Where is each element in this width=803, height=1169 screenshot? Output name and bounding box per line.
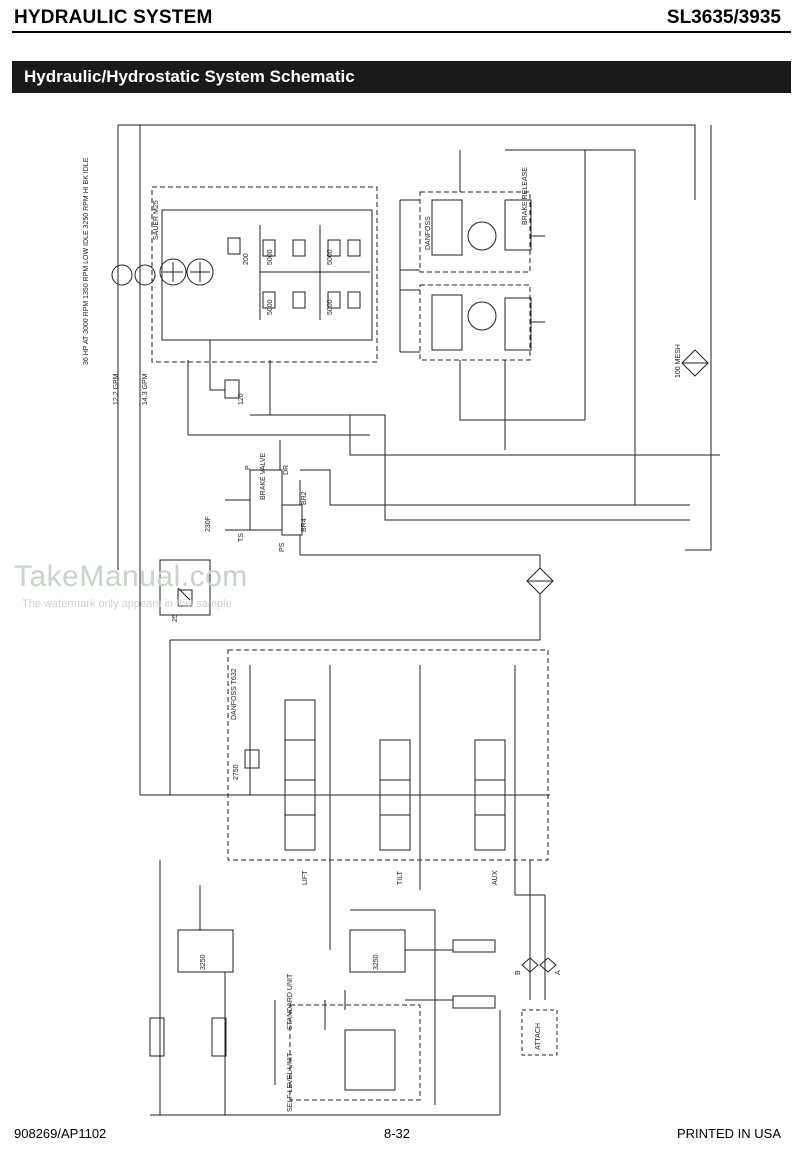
- attach-coupler-box: [521, 1009, 558, 1056]
- label-port-a: A: [555, 970, 562, 975]
- label-gpm-right: 14.3 GPM: [142, 373, 149, 405]
- label-port-ts: TS: [238, 533, 245, 542]
- label-relief-120: 120: [238, 393, 245, 405]
- left-vertical-line-2: [139, 125, 550, 796]
- label-sauer-pump: SAUER M25: [153, 200, 160, 240]
- label-port-br2: BR2: [301, 491, 308, 505]
- label-5000b: 5000: [327, 249, 334, 265]
- label-port-dr: DR: [283, 465, 290, 475]
- relief-valve-200: [227, 237, 241, 255]
- label-self-level-unit: SELF LEVEL UNIT: [287, 1052, 294, 1112]
- return-line-right: [685, 125, 712, 551]
- brake-valve-spool: [281, 504, 303, 536]
- tilt-cylinder-1: [452, 939, 496, 953]
- label-230f: 230F: [205, 516, 212, 532]
- danfoss-control-valve-enclosure: [227, 649, 549, 861]
- label-3250-left: 3250: [200, 954, 207, 970]
- relief-valve-5000d: [292, 291, 306, 309]
- header-rule: [12, 31, 791, 33]
- drive-motor-enclosure-lower: [419, 284, 531, 361]
- relief-valve-5000c: [262, 291, 276, 309]
- self-level-unit-enclosure: [289, 1004, 421, 1101]
- section-title: Hydraulic/Hydrostatic System Schematic: [24, 67, 355, 86]
- charge-pump-symbol-2: [134, 264, 156, 286]
- label-brake-valve: BRAKE VALVE: [260, 452, 267, 500]
- label-attach: ATTACH: [535, 1023, 542, 1050]
- footer-page-number: 8-32: [384, 1126, 411, 1141]
- coupler-a: [539, 957, 557, 973]
- motor-valve-block-lower: [431, 294, 463, 351]
- label-5000a: 5000: [267, 249, 274, 265]
- label-relief-200: 200: [243, 253, 250, 265]
- self-level-valve: [344, 1029, 396, 1091]
- counterbalance-right-box: [349, 929, 406, 973]
- lift-section: [284, 699, 316, 851]
- filter-25-box: [159, 559, 211, 616]
- label-danfoss-motor-upper: DANFOSS: [425, 216, 432, 250]
- relief-valve-5000h: [347, 291, 361, 309]
- label-danfoss-valve: DANFOSS T632: [231, 668, 238, 720]
- drive-motor-upper: [467, 221, 497, 251]
- relief-valve-5000g: [327, 291, 341, 309]
- relief-valve-5000b: [292, 239, 306, 257]
- label-5000d: 5000: [327, 299, 334, 315]
- relief-valve-2750: [244, 749, 260, 769]
- manual-section-title: HYDRAULIC SYSTEM: [14, 7, 213, 28]
- section-title-bar: Hydraulic/Hydrostatic System Schematic: [12, 61, 791, 93]
- label-engine-note: 36 HP AT 3000 RPM 1350 RPM LOW IDLE 3250…: [83, 157, 90, 365]
- label-port-b: B: [515, 970, 522, 975]
- pump-inner-box: [161, 209, 373, 341]
- relief-25: [177, 589, 193, 607]
- relief-valve-5000a: [262, 239, 276, 257]
- supply-line-top: [118, 124, 696, 200]
- footer-printed-note: PRINTED IN USA: [676, 1126, 781, 1141]
- coupler-b: [521, 957, 539, 973]
- label-port-p: P: [245, 465, 252, 470]
- label-standard-unit: STANDARD UNIT: [287, 973, 294, 1030]
- drive-motor-lower: [467, 301, 497, 331]
- relief-valve-120: [224, 379, 240, 399]
- label-lift: LIFT: [302, 870, 309, 885]
- pump-enclosure: [151, 186, 378, 363]
- hydraulic-schematic-diagram: SAUER M25 200 5000 5000 5000 5000 DANFOS…: [83, 124, 720, 1116]
- charge-pump-symbol: [111, 264, 133, 286]
- label-filter-25: 25: [172, 614, 179, 622]
- label-100-mesh: 100 MESH: [675, 344, 682, 378]
- lift-cylinder-left-2: [211, 1017, 227, 1057]
- drive-motor-enclosure-upper: [419, 191, 531, 273]
- label-brake-release: BRAKE RELEASE: [522, 167, 529, 225]
- model-number: SL3635/3935: [666, 7, 781, 28]
- label-gpm-left: 12.2 GPM: [113, 373, 120, 405]
- motor-valve-block-upper: [431, 199, 463, 256]
- label-tilt: TILT: [397, 870, 404, 885]
- footer-doc-number: 908269/AP1102: [14, 1126, 107, 1141]
- relief-valve-5000e: [327, 239, 341, 257]
- brake-release-lower: [504, 297, 532, 351]
- label-aux: AUX: [492, 870, 499, 885]
- label-3250-right: 3250: [373, 954, 380, 970]
- tilt-section: [379, 739, 411, 851]
- watermark-subtext: The watermark only appears in this sampl…: [22, 598, 232, 610]
- pump-symbol-1: [159, 258, 187, 286]
- tilt-cylinder-2: [452, 995, 496, 1009]
- lift-cylinder-left-1: [149, 1017, 165, 1057]
- label-port-ps: PS: [279, 542, 286, 552]
- label-5000c: 5000: [267, 299, 274, 315]
- brake-release-upper: [504, 199, 532, 251]
- relief-valve-5000f: [347, 239, 361, 257]
- filter-100-mesh: [681, 349, 709, 377]
- label-relief-2750: 2750: [233, 764, 240, 780]
- label-port-br4: BR4: [301, 518, 308, 532]
- aux-section: [474, 739, 506, 851]
- pump-symbol-2: [186, 258, 214, 286]
- counterbalance-left-box: [177, 929, 234, 973]
- watermark-text: TakeManual.com: [14, 560, 248, 593]
